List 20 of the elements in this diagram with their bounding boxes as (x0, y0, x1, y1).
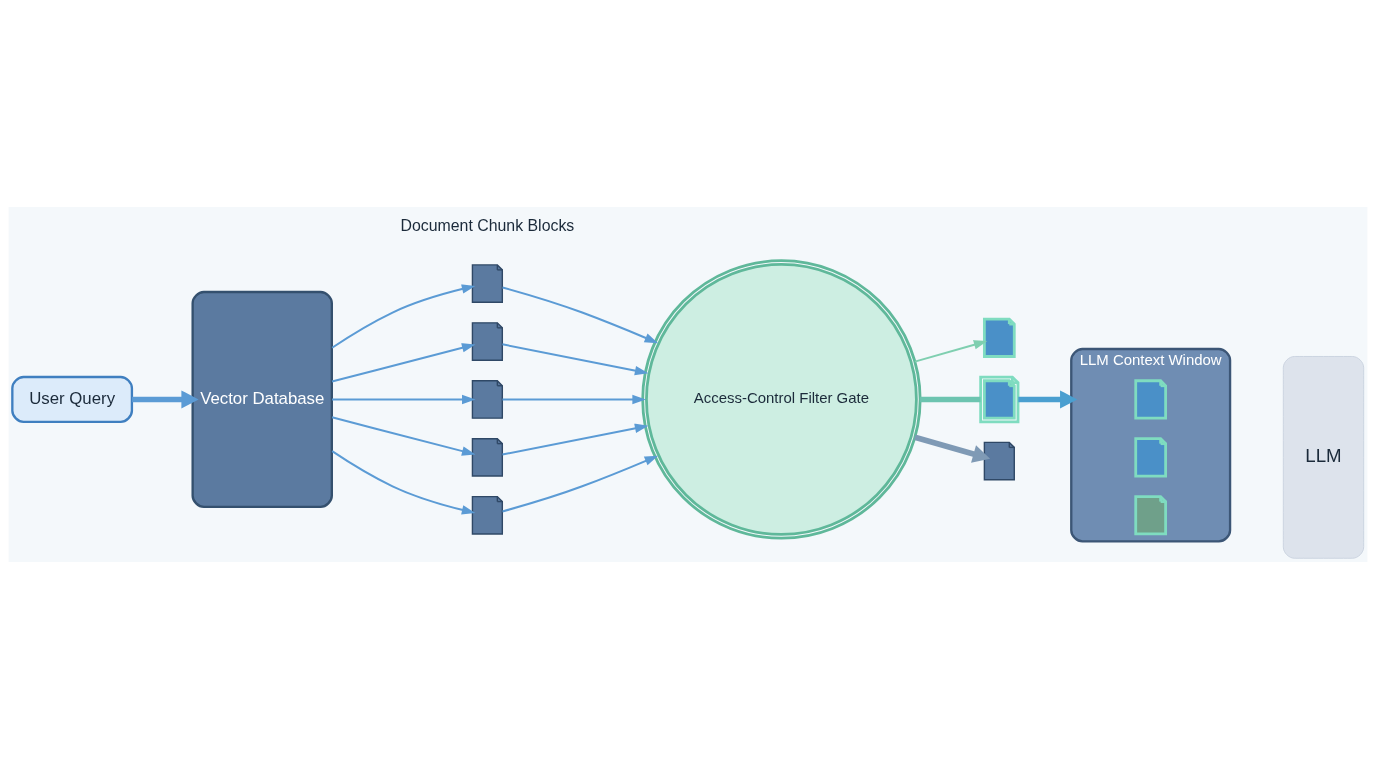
label: Document Chunk Blocks (400, 216, 575, 234)
arrow (331, 283, 476, 349)
node-box: LLM (1282, 355, 1365, 559)
arrow (1018, 389, 1078, 408)
arrow (502, 285, 659, 343)
arrow (914, 339, 988, 363)
node-box: User Query (11, 375, 134, 423)
connector (920, 396, 981, 402)
node-box: Vector Database (191, 290, 333, 508)
cluster: LLM Context Window (1070, 347, 1232, 543)
arrow (914, 434, 991, 463)
arrow (331, 449, 476, 514)
arrow (132, 389, 199, 408)
arrow (502, 342, 649, 375)
arrow (331, 342, 476, 383)
arrow (332, 394, 476, 404)
arrow (331, 415, 476, 456)
arrow (502, 394, 646, 404)
arrow (502, 455, 659, 512)
arrow (502, 423, 649, 456)
